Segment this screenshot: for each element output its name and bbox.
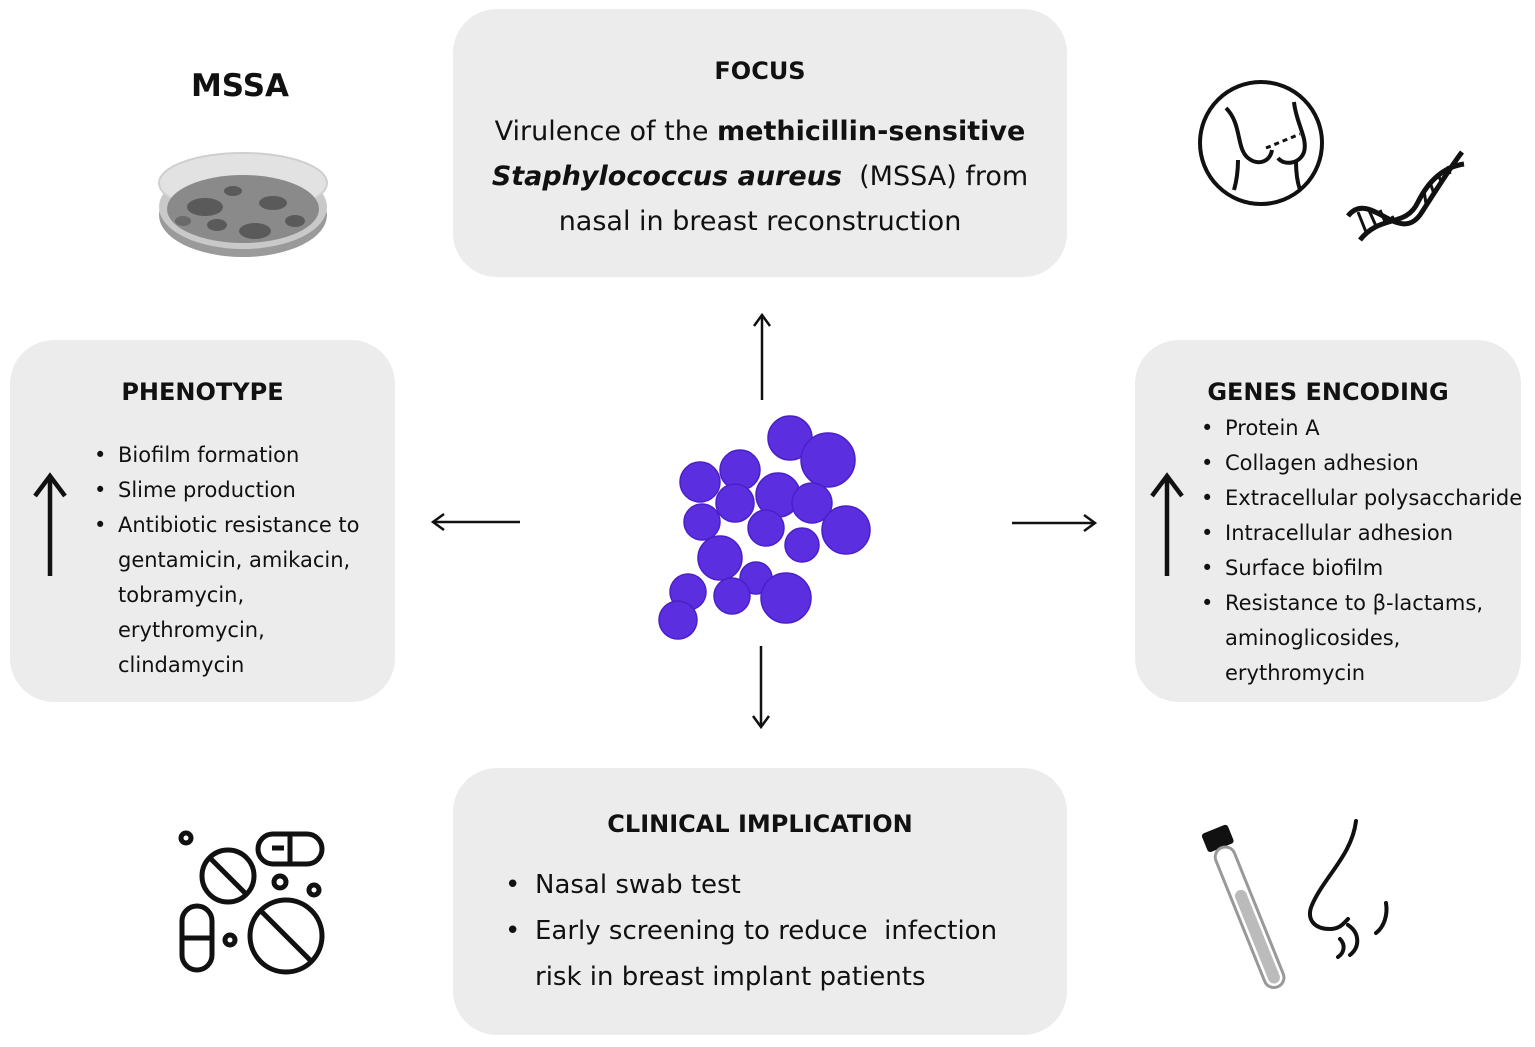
nose-icon (1308, 819, 1389, 959)
breast-icon (1198, 80, 1324, 206)
petri-dish-icon (158, 152, 328, 257)
phenotype-item: Biofilm formation (92, 438, 360, 473)
up-arrow-icon (1150, 472, 1184, 576)
phenotype-title: PHENOTYPE (121, 378, 284, 406)
clinical-item: Early screening to reduce infection (503, 908, 997, 954)
focus-box: FOCUS Virulence of the methicillin-sensi… (453, 9, 1067, 277)
phenotype-box: PHENOTYPE Biofilm formation Slime produc… (10, 340, 395, 702)
clinical-title: CLINICAL IMPLICATION (607, 810, 913, 838)
clinical-box: CLINICAL IMPLICATION Nasal swab test Ear… (453, 768, 1067, 1035)
genes-item: Protein A (1199, 411, 1522, 446)
focus-line-3: nasal in breast reconstruction (558, 206, 962, 237)
genes-item: Surface biofilm (1199, 551, 1522, 586)
genes-item: Collagen adhesion (1199, 446, 1522, 481)
genes-item: Intracellular adhesion (1199, 516, 1522, 551)
genes-item: Resistance to β-lactams, (1199, 586, 1522, 621)
clinical-continuation: risk in breast implant patients (535, 962, 926, 992)
genes-title: GENES ENCODING (1207, 378, 1449, 406)
phenotype-continuation: clindamycin (118, 653, 245, 677)
phenotype-continuation: tobramycin, (118, 583, 245, 607)
arrow-right (1012, 513, 1098, 533)
focus-line-2: Staphylococcus aureus (MSSA) from (491, 161, 1029, 192)
pills-icon (178, 830, 325, 975)
staphylococcus-cluster (658, 415, 871, 640)
phenotype-continuation: erythromycin, (118, 618, 265, 642)
dna-icon (1346, 150, 1465, 242)
genes-box: GENES ENCODING Protein A Collagen adhesi… (1135, 340, 1522, 702)
genes-item: Extracellular polysaccharide (1199, 481, 1522, 516)
up-arrow-icon (33, 472, 67, 576)
genes-continuation: erythromycin (1225, 661, 1366, 685)
focus-line-1: Virulence of the methicillin-sensitive (494, 116, 1026, 147)
phenotype-item: Antibiotic resistance to (92, 508, 360, 543)
arrow-up (752, 312, 772, 400)
focus-title: FOCUS (714, 57, 806, 85)
arrow-down (751, 646, 771, 730)
arrow-left (430, 512, 520, 532)
phenotype-item: Slime production (92, 473, 360, 508)
test-tube-icon (1201, 824, 1286, 990)
mssa-label: MSSA (190, 68, 290, 104)
clinical-item: Nasal swab test (503, 862, 997, 908)
genes-continuation: aminoglicosides, (1225, 626, 1401, 650)
phenotype-continuation: gentamicin, amikacin, (118, 548, 351, 572)
